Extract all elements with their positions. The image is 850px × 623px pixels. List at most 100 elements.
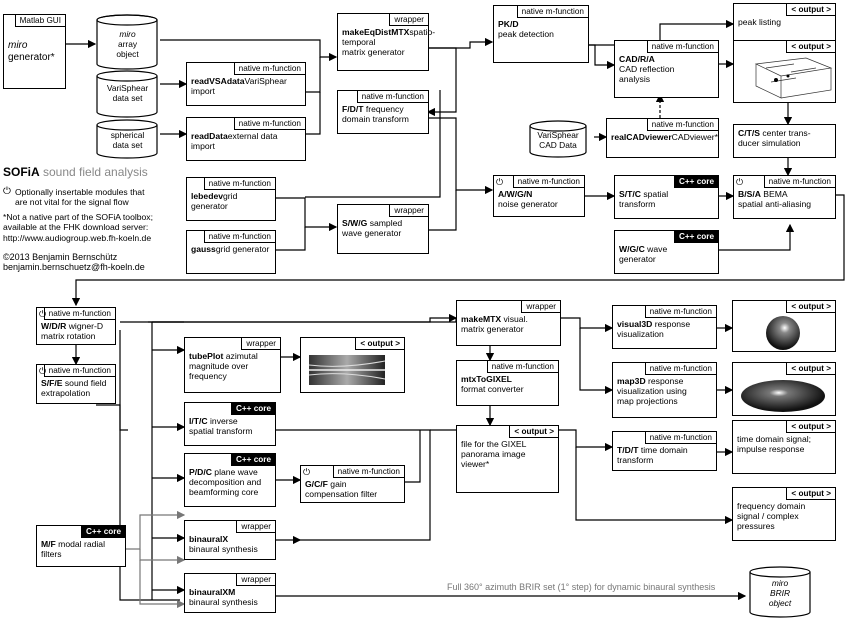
out_cad-thumbnail [736,54,836,107]
module-abbr: readData [191,131,228,141]
out_tube-thumbnail [303,351,393,394]
output-header: < output > [786,421,835,433]
module-abbr: S/W/G [342,218,368,228]
output-header: < output > [786,41,835,53]
module-desc: plane wave decomposition and beamforming… [189,467,262,498]
module-abbr: PK/D [498,19,519,29]
module-abbr: mtxToGIXEL [461,374,512,384]
module-desc: wave generator [619,244,668,265]
module-abbr: binauralX [189,534,229,544]
power-icon: ⏻ [39,309,47,319]
module-header: native m-function [356,91,428,103]
module-header: native m-function [516,6,588,18]
module-desc: modal radial filters [41,539,105,560]
module-abbr: B/S/A [738,189,761,199]
module-WDR: native m-function⏻W/D/R wigner-D matrix … [36,307,116,345]
module-abbr: G/C/F [305,479,328,489]
module-abbr: tubePlot [189,351,224,361]
module-desc: grid generator [191,191,238,212]
out_vis3d-thumbnail [735,314,831,357]
module-header: C++ core [80,526,125,538]
output-out_gixel: < output >file for the GIXEL panorama im… [456,425,559,493]
spherical-data-set: spherical data set [95,119,160,159]
module-desc: external data import [191,131,278,152]
module-desc: CAD reflection analysis [619,64,675,85]
module-desc: format converter [461,384,524,395]
output-text: file for the GIXEL panorama image viewer… [461,439,527,470]
module-desc: sampled wave generator [342,218,403,239]
module-header: C++ core [230,454,275,466]
module-abbr: W/G/C [619,244,645,254]
module-header: native m-function [233,118,305,130]
module-desc: response visualization using map project… [617,376,687,407]
module-header: C++ core [673,176,718,188]
module-readData: native m-function readDataexternal data i… [186,117,306,161]
varisphear-cad-data: VariSphear CAD Data [528,120,588,158]
output-header: < output > [786,488,835,500]
module-header: native m-function [644,306,716,318]
module-header: native m-function [644,432,716,444]
module-desc: response visualization [617,319,691,340]
module-header: native m-function [332,466,404,478]
module-desc: CADviewer* [671,132,718,142]
module-desc: VariSphear import [191,76,287,97]
output-header: < output > [509,426,558,438]
module-desc: binaural synthesis [189,544,258,555]
module-desc: gain compensation filter [305,479,378,500]
module-header: native m-function [646,41,718,53]
module-abbr: W/D/R [41,321,67,331]
module-abbr: makeMTX [461,314,502,324]
module-abbr: gauss [191,244,216,254]
module-header: native m-function [233,63,305,75]
spherical-ds-label: spherical data set [110,130,145,150]
footnote: *Not a native part of the SOFiA toolbox;… [3,212,153,243]
module-desc: spatio-temporal matrix generator [342,27,436,58]
matlab-gui-desc: generator* [8,52,55,63]
output-out_freq: < output >frequency domain signal / comp… [732,487,836,541]
module-abbr: visual3D [617,319,653,329]
module-desc: azimutal magnitude over frequency [189,351,258,382]
module-header: wrapper [389,14,428,26]
miro-array-name: miro [119,29,136,39]
module-header: native m-function [644,363,716,375]
module-desc: frequency domain transform [342,104,409,125]
module-desc: inverse spatial transform [189,416,253,437]
module-header: C++ core [230,403,275,415]
miro-array-desc: array object [116,39,139,59]
module-header: native m-function [43,308,115,320]
output-out_peak: < output >peak listing [733,3,836,43]
module-abbr: makeEqDistMTX [342,27,410,37]
copyright: ©2013 Benjamin Bernschütz benjamin.berns… [3,252,145,273]
varisphear-ds-label: VariSphear data set [106,83,149,103]
module-abbr: F/D/T [342,104,364,114]
miro-array-object: miro array object [95,14,160,70]
module-header: native m-function [203,231,275,243]
output-header: < output > [786,363,835,375]
module-header: wrapper [241,338,280,350]
sofia-title-rest: sound field analysis [39,165,148,179]
output-text: peak listing [738,17,781,27]
module-desc: noise generator [498,199,558,210]
power-legend-icon: ⏻ [3,186,11,197]
module-header: native m-function [646,119,718,131]
module-abbr: readVSAdata [191,76,245,86]
module-abbr: A/W/G/N [498,189,533,199]
module-abbr: C/T/S [738,128,760,138]
module-AWGN: native m-function⏻A/W/G/N noise generato… [493,175,585,217]
module-header: C++ core [673,231,718,243]
module-tubePlot: wrapper tubePlot azimutal magnitude over … [184,337,281,393]
